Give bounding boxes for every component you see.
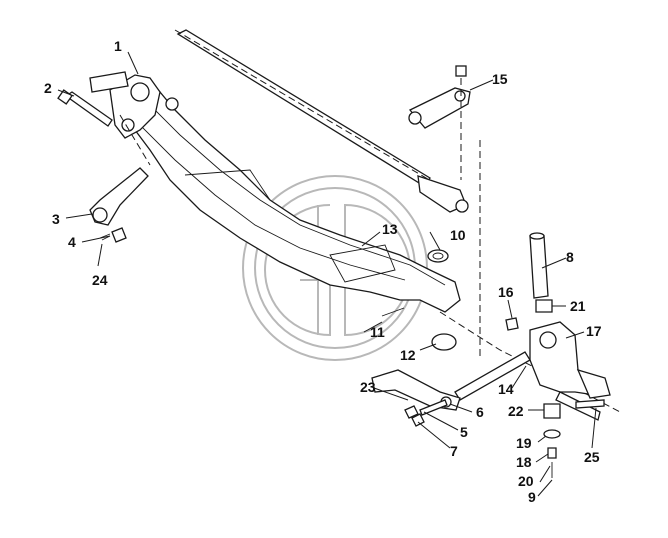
callout-3: 3	[52, 211, 60, 227]
callout-16: 16	[498, 284, 514, 300]
callout-4: 4	[68, 234, 76, 250]
callout-11: 11	[370, 324, 385, 340]
leader-lines	[57, 51, 597, 497]
callout-7: 7	[450, 443, 458, 459]
tie-rod-end	[408, 65, 471, 180]
hardware-set	[101, 235, 605, 478]
cross-tie-rod	[454, 351, 531, 401]
callout-22: 22	[508, 403, 524, 419]
callout-15: 15	[492, 71, 508, 87]
callout-23: 23	[360, 379, 376, 395]
washer-12	[431, 333, 457, 351]
kingpin-8	[529, 232, 549, 299]
bushing-21	[535, 299, 553, 313]
callout-19: 19	[516, 435, 532, 451]
callout-2: 2	[44, 80, 52, 96]
nut-4	[99, 227, 127, 243]
callout-12: 12	[400, 347, 416, 363]
steering-arm-left	[89, 114, 151, 226]
callout-5: 5	[460, 424, 468, 440]
callout-9: 9	[528, 489, 536, 505]
bushing-10	[427, 249, 449, 263]
callout-17: 17	[586, 323, 602, 339]
callout-13: 13	[382, 221, 398, 237]
assembly-axis-2	[439, 311, 621, 413]
callout-20: 20	[518, 473, 534, 489]
axle-beam	[119, 79, 461, 313]
callout-24: 24	[92, 272, 108, 288]
bolt-2	[57, 89, 113, 127]
callout-6: 6	[476, 404, 484, 420]
pivot-bracket	[89, 71, 179, 139]
callout-1: 1	[114, 38, 122, 54]
callout-10: 10	[450, 227, 466, 243]
callout-21: 21	[570, 298, 586, 314]
callout-25: 25	[584, 449, 600, 465]
drag-link-rod	[174, 29, 469, 213]
callout-14: 14	[498, 381, 514, 397]
callout-18: 18	[516, 454, 532, 470]
callout-8: 8	[566, 249, 574, 265]
